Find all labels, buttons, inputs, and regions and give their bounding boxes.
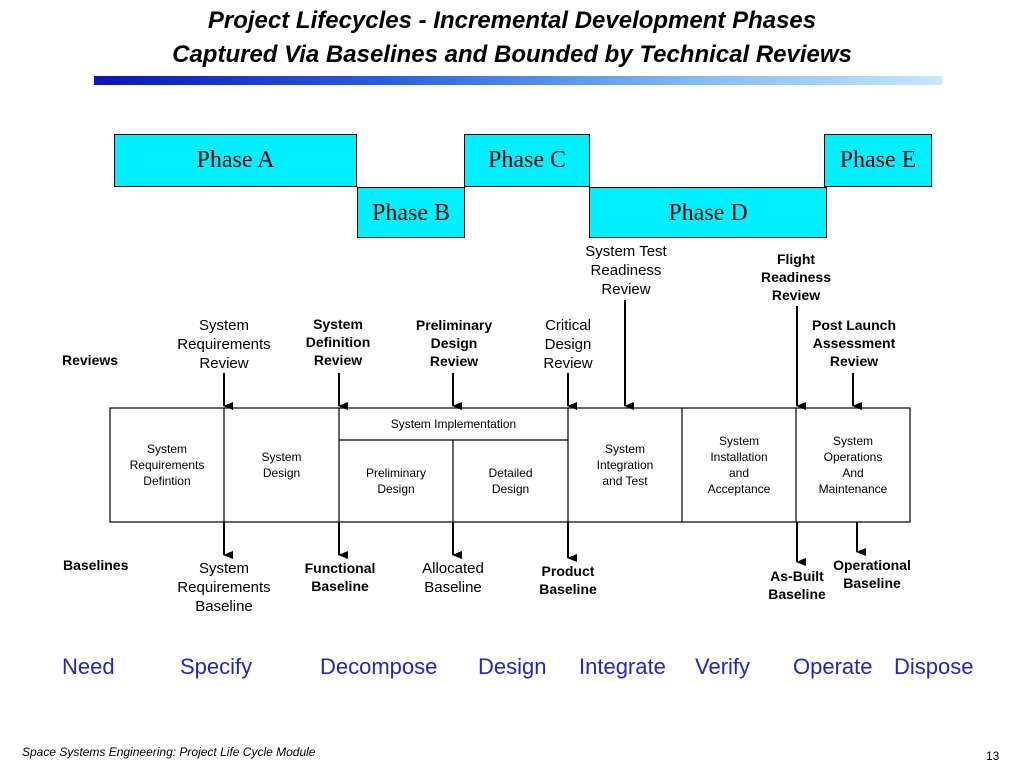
phase-a-box: Phase A — [114, 134, 357, 187]
word-verify: Verify — [695, 654, 751, 679]
word-integrate: Integrate — [579, 654, 666, 679]
review-str: System Test Readiness Review — [585, 243, 667, 298]
review-plar: Post Launch Assessment Review — [811, 317, 896, 369]
baseline-operational: Operational Baseline — [833, 557, 911, 591]
baselines-label: Baselines — [63, 557, 129, 573]
activity-installation: System Installation and Acceptance — [707, 434, 771, 496]
activity-sys-design: System Design — [261, 450, 302, 480]
phase-d-box: Phase D — [589, 187, 827, 238]
page-number: 13 — [986, 749, 1000, 763]
activity-prelim-design: Preliminary Design — [365, 466, 426, 496]
review-sdr: System Definition Review — [305, 316, 371, 368]
word-decompose: Decompose — [320, 654, 438, 679]
word-design: Design — [478, 654, 547, 679]
phase-b-box: Phase B — [357, 187, 465, 238]
footer-text: Space Systems Engineering: Project Life … — [22, 745, 316, 759]
word-dispose: Dispose — [894, 654, 974, 679]
activity-sys-implementation: System Implementation — [390, 417, 517, 431]
baseline-srb: System Requirements Baseline — [177, 560, 271, 615]
review-frr: Flight Readiness Review — [760, 251, 832, 303]
baseline-as-built: As-Built Baseline — [768, 568, 826, 602]
word-operate: Operate — [793, 654, 873, 679]
phase-e-box: Phase E — [824, 134, 932, 187]
title-line-2: Captured Via Baselines and Bounded by Te… — [172, 41, 852, 68]
activity-integration: System Integration and Test — [596, 442, 654, 488]
reviews-label: Reviews — [62, 352, 119, 368]
title-line-1: Project Lifecycles - Incremental Develop… — [207, 7, 817, 34]
review-pdr: Preliminary Design Review — [415, 317, 493, 369]
review-srr: System Requirements Review — [177, 317, 271, 372]
word-specify: Specify — [180, 654, 253, 679]
activity-detailed-design: Detailed Design — [488, 466, 533, 496]
activity-sys-req-def: System Requirements Defintion — [129, 442, 205, 488]
phase-c-box: Phase C — [464, 134, 590, 187]
title-underline-bar — [94, 76, 942, 85]
baseline-allocated: Allocated Baseline — [422, 560, 484, 596]
baseline-functional: Functional Baseline — [304, 560, 376, 594]
word-need: Need — [62, 654, 115, 679]
activity-operations: System Operations And Maintenance — [818, 434, 888, 496]
activity-box-outline — [109, 407, 911, 523]
baseline-product: Product Baseline — [539, 563, 597, 597]
review-cdr: Critical Design Review — [543, 317, 593, 372]
